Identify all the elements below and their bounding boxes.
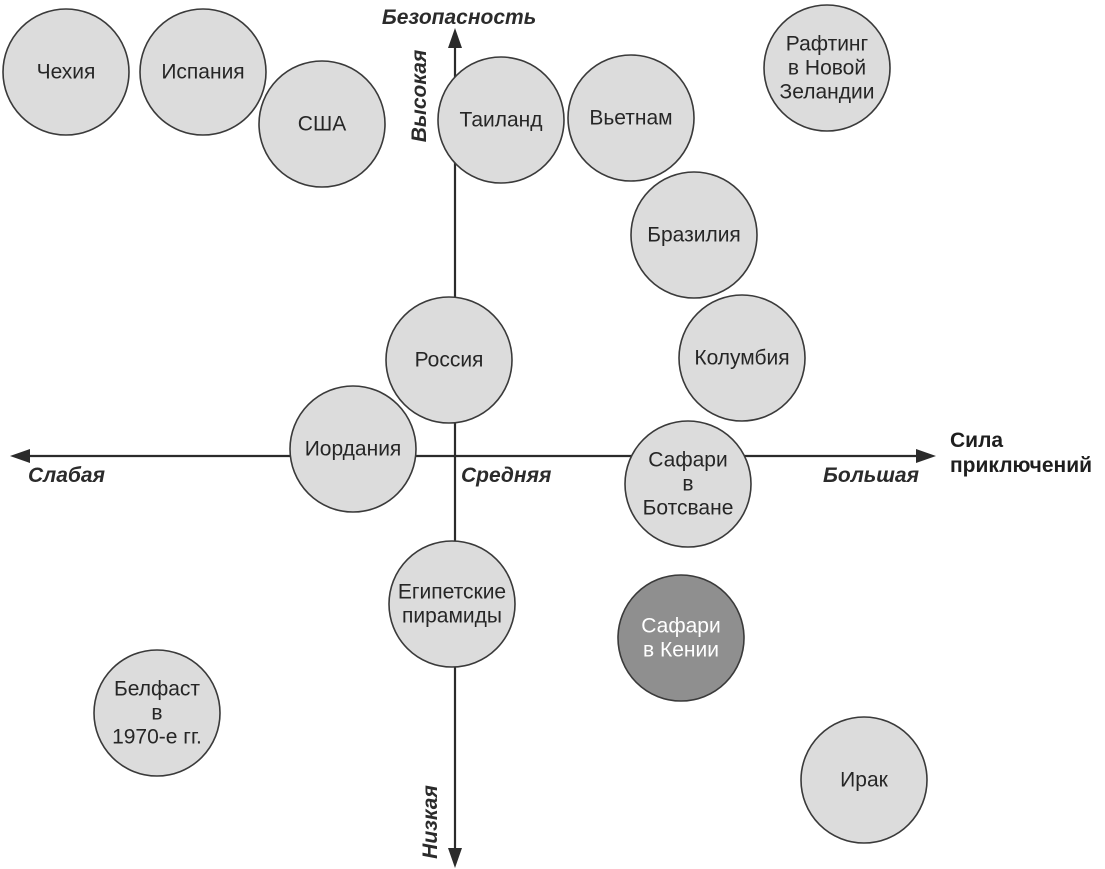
destination-iraq: Ирак xyxy=(800,716,928,844)
destination-circle xyxy=(624,420,752,548)
destination-label: Иордания xyxy=(305,438,402,461)
destination-circle xyxy=(139,8,267,136)
destination-circle xyxy=(93,649,221,777)
destination-label: Вьетнам xyxy=(589,107,672,130)
destination-label: в Новой xyxy=(788,57,866,80)
horizontal-axis-strong-label: Большая xyxy=(823,464,919,487)
destination-circle xyxy=(2,8,130,136)
horizontal-axis-medium-label: Средняя xyxy=(461,464,551,487)
destination-circle xyxy=(617,574,745,702)
destination-label: Белфаст xyxy=(114,678,200,701)
destination-label: Ботсване xyxy=(643,497,734,520)
destination-usa: США xyxy=(258,60,386,188)
destination-circle xyxy=(567,54,695,182)
vertical-axis-arrow-down xyxy=(448,848,462,868)
destination-label: Ирак xyxy=(840,769,888,792)
vertical-axis-title: Безопасность xyxy=(382,6,536,29)
vertical-axis-arrow-up xyxy=(448,28,462,48)
destination-label: Рафтинг xyxy=(786,33,869,56)
destination-vietnam: Вьетнам xyxy=(567,54,695,182)
destination-circle xyxy=(385,296,513,424)
horizontal-axis-arrow-right xyxy=(916,449,936,463)
horizontal-axis-arrow-left xyxy=(10,449,30,463)
axis-labels: Безопасность Высокая Низкая Сила приключ… xyxy=(28,6,1092,859)
destination-circle xyxy=(258,60,386,188)
destination-label: США xyxy=(298,113,346,136)
destination-label: Россия xyxy=(415,349,484,372)
vertical-axis-high-label: Высокая xyxy=(408,50,431,143)
destination-label: Сафари xyxy=(641,615,720,638)
axes xyxy=(10,28,936,868)
destination-label: пирамиды xyxy=(402,605,502,628)
destination-thailand: Таиланд xyxy=(437,56,565,184)
destination-label: Бразилия xyxy=(647,224,741,247)
horizontal-axis-title-line2: приключений xyxy=(950,454,1092,477)
destination-label: Испания xyxy=(161,61,244,84)
vertical-axis-low-label: Низкая xyxy=(419,785,442,859)
destination-circle xyxy=(678,294,806,422)
destination-label: Колумбия xyxy=(694,347,789,370)
horizontal-axis-title-line1: Сила xyxy=(950,429,1003,452)
destination-label: Таиланд xyxy=(459,109,542,132)
destination-label: в Кении xyxy=(643,639,719,662)
destination-label: Сафари xyxy=(648,449,727,472)
destination-brazil: Бразилия xyxy=(630,171,758,299)
destination-czech: Чехия xyxy=(2,8,130,136)
destination-jordan: Иордания xyxy=(289,385,417,513)
horizontal-axis-weak-label: Слабая xyxy=(28,464,105,487)
destination-label: Зеландии xyxy=(780,81,875,104)
destination-label: Египетские xyxy=(398,581,506,604)
destination-circle xyxy=(763,4,891,132)
destination-circle xyxy=(437,56,565,184)
destination-russia: Россия xyxy=(385,296,513,424)
destination-label: в xyxy=(682,473,693,496)
destination-circle xyxy=(289,385,417,513)
destination-label: 1970-е гг. xyxy=(112,726,202,749)
destination-spain: Испания xyxy=(139,8,267,136)
destination-circle xyxy=(630,171,758,299)
destination-circle xyxy=(800,716,928,844)
destination-label: Чехия xyxy=(37,61,96,84)
destination-circle xyxy=(388,540,516,668)
destination-colombia: Колумбия xyxy=(678,294,806,422)
destination-label: в xyxy=(151,702,162,725)
